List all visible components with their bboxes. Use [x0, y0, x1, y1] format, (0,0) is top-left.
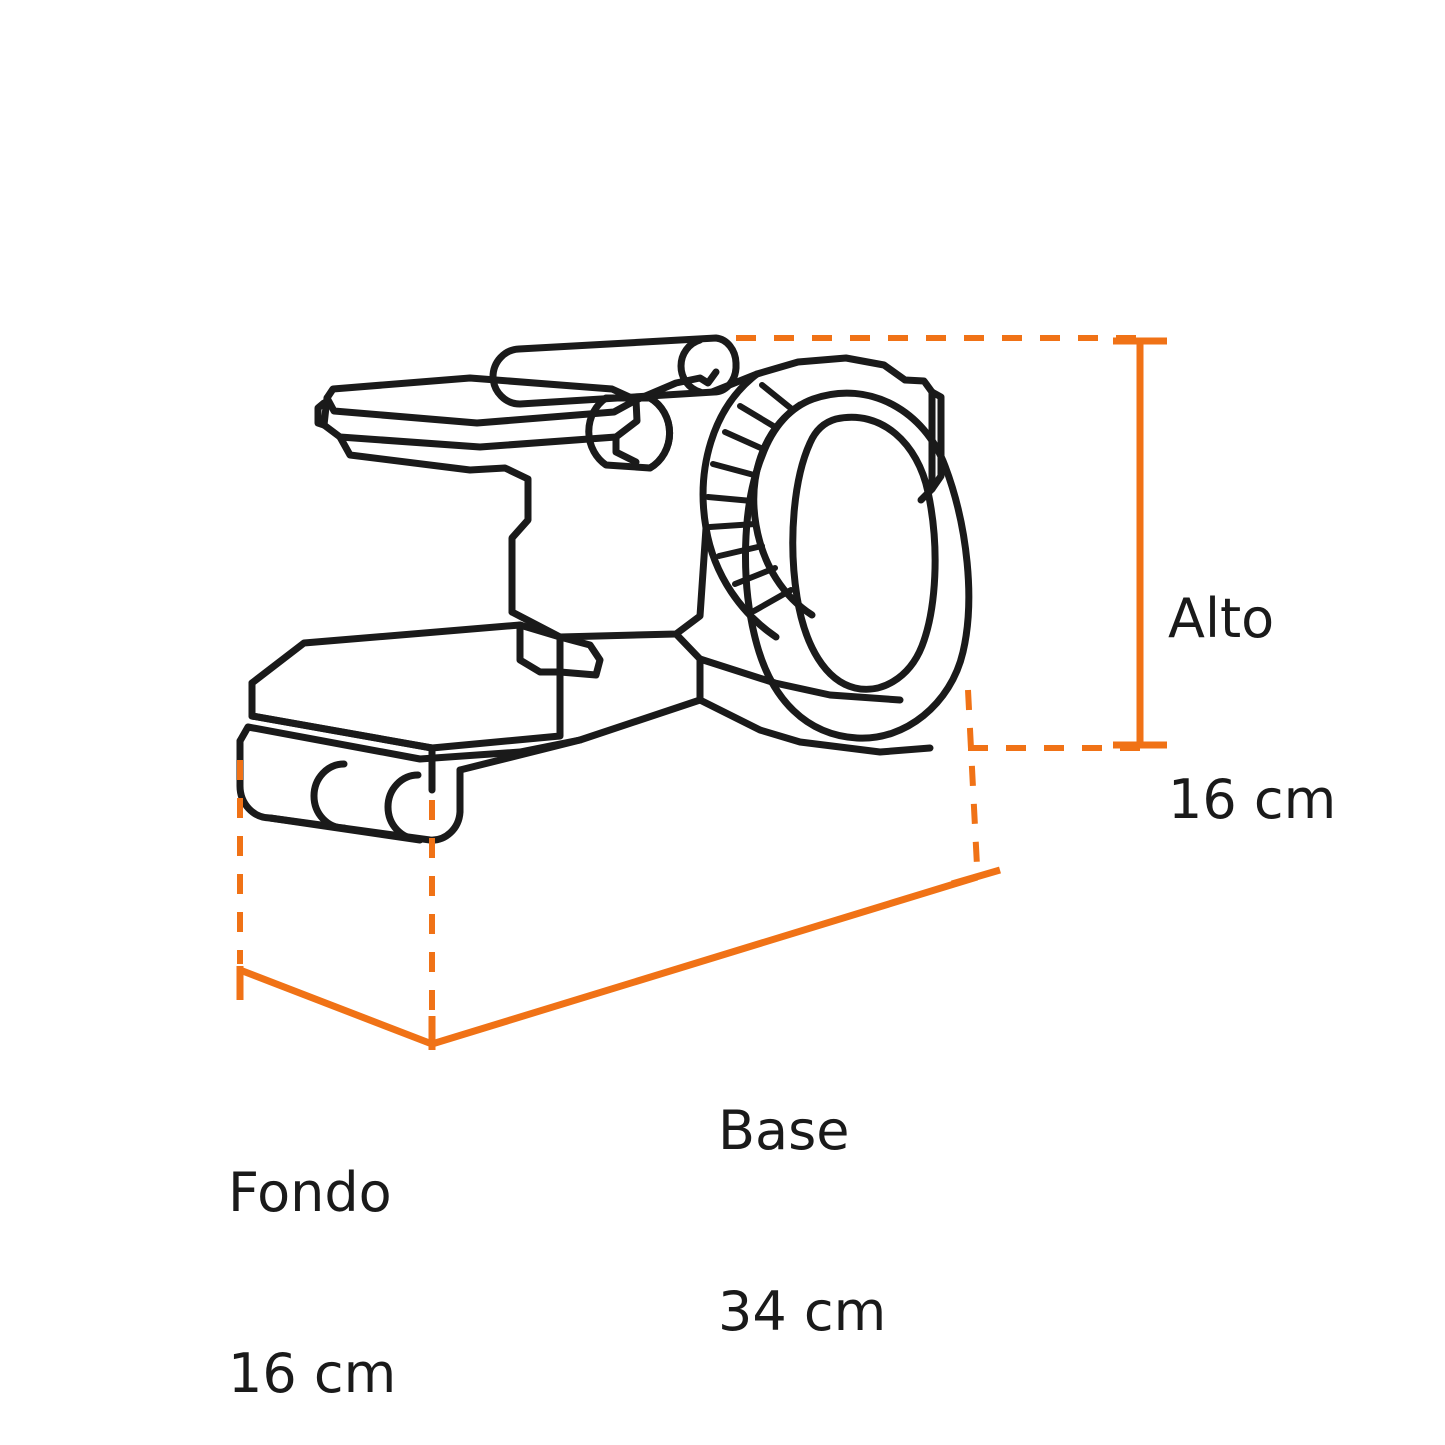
flywheel-disc-inner: [789, 413, 939, 693]
spindle-cap: [646, 394, 674, 472]
bottom-rail: [236, 696, 704, 763]
upper-slide-left-cap: [314, 399, 328, 429]
base-plate-front: [248, 712, 436, 794]
fondo-label-value: 16 cm: [228, 1342, 397, 1406]
upper-slide-edge: [323, 394, 640, 427]
vise-outline: [236, 334, 973, 844]
ribbed-collar-outer: [699, 370, 780, 641]
fondo-dimension-label: Fondo 16 cm: [228, 1042, 396, 1445]
base-label-name: Base: [718, 1098, 850, 1162]
alto-dimension-label: Alto 16 cm: [1168, 468, 1336, 952]
base-dimension-label: Base 34 cm: [718, 980, 886, 1445]
alto-label-name: Alto: [1168, 586, 1275, 650]
body-diagonal: [508, 524, 710, 641]
base-dimension: [430, 689, 1001, 1048]
movable-jaw-right: [612, 433, 640, 466]
fondo-measure-line: [238, 966, 434, 1048]
base-plate-top: [248, 621, 564, 687]
base-extension-right: [965, 689, 980, 867]
fondo-label-name: Fondo: [228, 1160, 392, 1224]
base-measure-line: [430, 873, 979, 1048]
base-label-value: 34 cm: [718, 1280, 887, 1344]
slab-nub: [556, 633, 604, 679]
bottom-rail-roller2: [384, 771, 422, 843]
upper-slide: [320, 374, 641, 451]
movable-jaw-body: [336, 433, 532, 616]
body-lower-diagonal2: [696, 655, 904, 704]
dimension-lines: [236, 335, 1167, 1050]
bottom-inner-line: [266, 814, 424, 844]
frame-upper-right: [632, 368, 720, 404]
right-tab: [928, 388, 945, 493]
base-plate-step: [516, 621, 564, 676]
alto-dimension: [736, 335, 1167, 751]
base-tick-right-mark: [951, 866, 1001, 888]
bottom-rail-roller: [310, 760, 348, 832]
base-plate: [248, 633, 564, 752]
collar-ribs: [705, 382, 796, 614]
ribbed-collar-inner: [750, 401, 816, 619]
alto-label-value: 16 cm: [1168, 768, 1337, 832]
bottom-rail-top: [456, 736, 584, 774]
flywheel-disc: [742, 389, 973, 742]
fondo-dimension: [236, 760, 436, 1050]
handle-bar-end: [677, 336, 704, 396]
